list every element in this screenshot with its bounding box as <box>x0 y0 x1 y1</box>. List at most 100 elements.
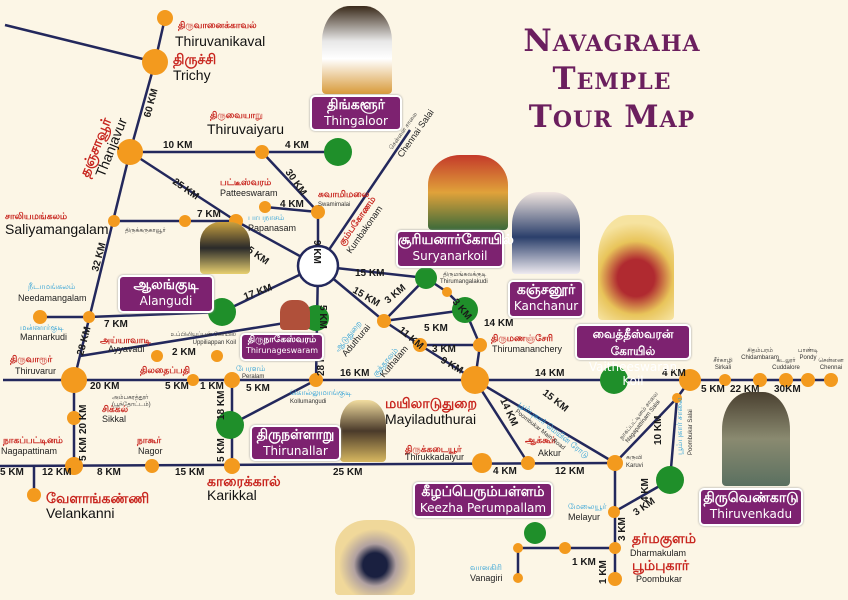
town-marker-thirukkadaiyur[interactable] <box>472 453 492 473</box>
distance-label: 25 KM <box>333 467 362 478</box>
temple-label-vaitheeswaran-koil[interactable]: வைத்தீஸ்வரன் கோயில்Vaitheeswaran Koil <box>575 324 691 388</box>
town-marker-kuthalam[interactable] <box>413 338 427 352</box>
town-marker-vjunc[interactable] <box>65 457 83 475</box>
town-marker-swamimalai[interactable] <box>311 205 325 219</box>
temple-marker-vaitheeswaran[interactable] <box>600 366 628 394</box>
temple-marker-kanchanur[interactable] <box>452 297 478 323</box>
town-marker-kollumangudi[interactable] <box>309 373 323 387</box>
distance-label: 4 KM <box>640 478 651 502</box>
places-thiruvaiyaru-tamil-label: திருவையாறு <box>210 110 263 121</box>
temple-marker-keezha[interactable] <box>524 522 546 544</box>
temple-tamil-name: கீழப்பெரும்பள்ளம் <box>421 484 545 500</box>
temple-marker-suryanarkoil[interactable] <box>415 267 437 289</box>
temple-tamil-name: திருநள்ளாறு <box>256 427 335 443</box>
distance-label: 4 KM <box>662 368 686 379</box>
town-marker-akkur[interactable] <box>521 456 535 470</box>
temple-label-alangudi[interactable]: ஆலங்குடிAlangudi <box>118 275 214 313</box>
town-marker-thanjavur[interactable] <box>117 139 143 165</box>
places-chidambaram-tamil-label: சிதம்பரம் <box>747 348 773 354</box>
town-marker-s4[interactable] <box>779 373 793 387</box>
places-sikkal-tamil-label: சிக்கல் <box>102 404 129 414</box>
town-marker-s6[interactable] <box>824 373 838 387</box>
town-marker-thirumananchery[interactable] <box>473 338 487 352</box>
temple-marker-alangudi[interactable] <box>208 298 236 326</box>
places-thiruvanikaval-english-label: Thiruvanikaval <box>175 33 265 49</box>
temple-label-suryanarkoil[interactable]: சூரியனார்கோயில்Suryanarkoil <box>396 230 514 268</box>
temple-label-keezha-perumpallam[interactable]: கீழப்பெரும்பள்ளம்Keezha Perumpallam <box>413 482 553 518</box>
distance-label: 5 KM <box>701 384 725 395</box>
road-segment <box>614 397 678 464</box>
places-chidambaram-english-label: Chidambaram <box>741 355 779 361</box>
distance-label: 20 KM <box>90 381 119 392</box>
places-thilathaipathi-tamil-label: திலதைப்பதி <box>140 365 190 376</box>
temple-label-kanchanur[interactable]: கஞ்சனூர்Kanchanur <box>508 280 584 318</box>
road-segment <box>72 151 132 381</box>
town-marker-peralam[interactable] <box>224 372 240 388</box>
temple-marker-thiruvenkadu[interactable] <box>656 466 684 494</box>
distance-label: 16 KM <box>340 368 369 379</box>
town-marker-s3[interactable] <box>753 373 767 387</box>
town-marker-thiruvaiyaru[interactable] <box>255 145 269 159</box>
town-marker-thiruvanikaval[interactable] <box>157 10 173 26</box>
town-marker-saliyamangalam[interactable] <box>108 215 120 227</box>
distance-label: 20 KM <box>78 405 89 434</box>
road-segment <box>129 150 237 223</box>
places-velankanni-english-label: Velankanni <box>46 505 115 521</box>
places-sikkal-english-label: Sikkal <box>102 414 126 424</box>
temple-tamil-name: திருநாகேஸ்வரம் <box>247 335 317 345</box>
town-marker-mannarkudi[interactable] <box>33 310 47 324</box>
town-marker-sikkal[interactable] <box>67 411 81 425</box>
temple-marker-thingaloor[interactable] <box>324 138 352 166</box>
town-marker-psalai[interactable] <box>672 393 682 403</box>
temple-english-name: Thirunageswaram <box>245 346 319 355</box>
town-marker-vanagiri[interactable] <box>513 573 523 583</box>
places-ambagarathur-tamil-label: அம்பகரத்தூர் <box>112 395 149 401</box>
town-marker-mayiladuthurai[interactable] <box>461 366 489 394</box>
town-marker-vjn[interactable] <box>513 543 523 553</box>
road-segment <box>0 461 616 468</box>
town-marker-vmid[interactable] <box>559 542 571 554</box>
temple-label-thirunallar[interactable]: திருநள்ளாறுThirunallar <box>250 425 341 461</box>
town-marker-sirkali[interactable] <box>679 369 701 391</box>
town-marker-thiruvarur[interactable] <box>61 367 87 393</box>
town-marker-patteeswaram[interactable] <box>259 201 271 213</box>
distance-label: 10 KM <box>163 140 192 151</box>
temple-label-thirunageswaram[interactable]: திருநாகேஸ்வரம்Thirunageswaram <box>240 333 324 361</box>
town-marker-needa[interactable] <box>83 311 95 323</box>
places-saliyamangalam-english-label: Saliyamangalam <box>5 221 109 237</box>
distance-label: 5 KM <box>216 438 227 462</box>
distance-label: 28 KM <box>75 325 93 356</box>
distance-label: 8 KM <box>97 467 121 478</box>
places-thirumananchery-tamil-label: திருமணஞ்சேரி <box>491 333 553 344</box>
town-marker-thilathai[interactable] <box>187 374 199 386</box>
road-segment <box>264 205 319 214</box>
places-papanasam-tamil-label: பாபநாசம் <box>248 213 284 222</box>
places-poombukar-english-label: Poombukar <box>636 574 682 584</box>
temple-label-thiruvenkadu[interactable]: திருவெண்காடுThiruvenkadu <box>699 488 803 526</box>
vaitheeswaran-deity-image <box>598 215 674 320</box>
temple-marker-thirunallar[interactable] <box>216 411 244 439</box>
town-marker-s2[interactable] <box>719 374 731 386</box>
town-marker-kumbakonam[interactable] <box>296 244 340 288</box>
town-marker-ayyavadi[interactable] <box>151 350 163 362</box>
town-marker-trichy[interactable] <box>142 49 168 75</box>
temple-tamil-name: கஞ்சனூர் <box>516 282 576 298</box>
town-marker-velankanni[interactable] <box>27 488 41 502</box>
town-marker-karaikal[interactable] <box>224 458 240 474</box>
town-marker-poombukar[interactable] <box>608 572 622 586</box>
distance-label: 10 KM <box>653 416 664 445</box>
road-segment <box>229 378 317 427</box>
town-marker-melayur[interactable] <box>608 506 620 518</box>
town-marker-thirumangalakudi[interactable] <box>442 287 452 297</box>
town-marker-nagor[interactable] <box>145 459 159 473</box>
town-marker-thirukarugavur[interactable] <box>179 215 191 227</box>
town-marker-s5[interactable] <box>801 373 815 387</box>
places-nagor-tamil-label: நாகூர் <box>136 435 162 446</box>
town-marker-uppiliappan[interactable] <box>211 350 223 362</box>
places-thirumananchery-english-label: Thirumananchery <box>492 344 563 354</box>
temple-label-thingaloor[interactable]: திங்களூர்Thingaloor <box>310 95 402 131</box>
places-thiruvarur-english-label: Thiruvarur <box>15 366 56 376</box>
town-marker-aduthurai[interactable] <box>377 314 391 328</box>
town-marker-karuvi[interactable] <box>607 455 623 471</box>
town-marker-dharmakulam[interactable] <box>609 542 621 554</box>
